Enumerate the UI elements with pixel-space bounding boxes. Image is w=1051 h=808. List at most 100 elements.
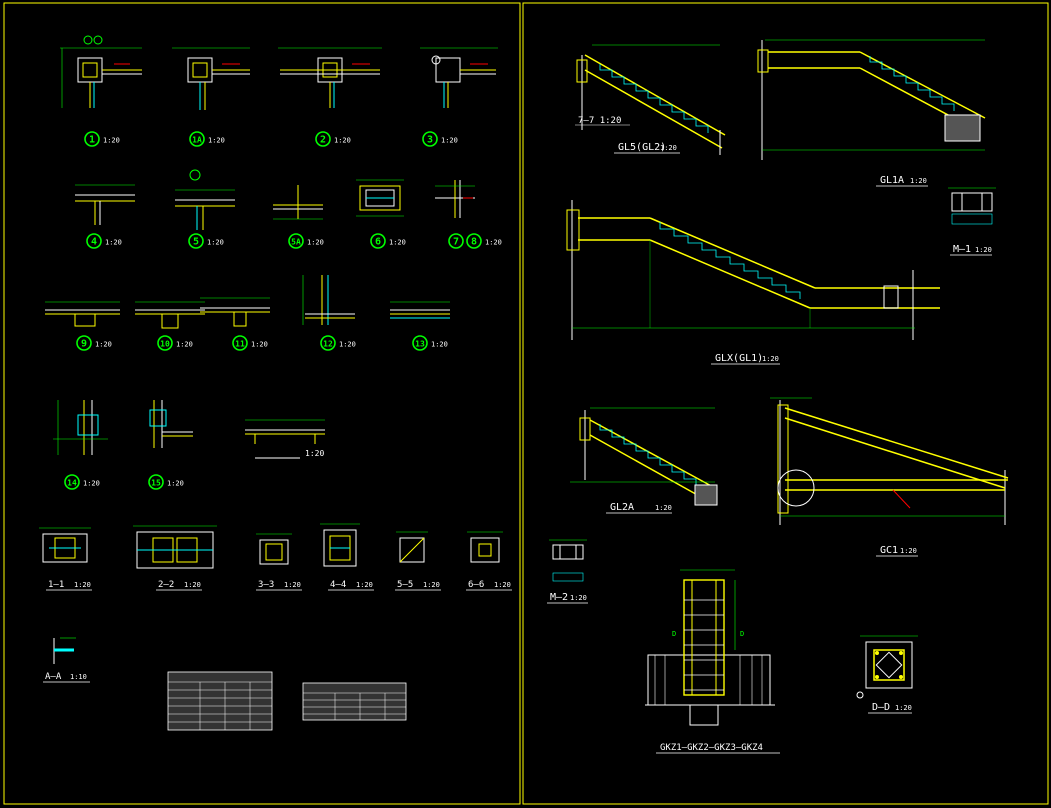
detail-1a bbox=[172, 47, 250, 110]
detail-caption-6-mark: 6 bbox=[375, 237, 381, 248]
caption-glx: GLX(GL1) 1:20 bbox=[711, 353, 780, 365]
svg-text:M—1: M—1 bbox=[953, 244, 971, 255]
detail-caption-14-mark: 14 bbox=[67, 479, 77, 488]
detail-6 bbox=[356, 179, 404, 217]
svg-text:5—5: 5—5 bbox=[397, 580, 413, 590]
detail-caption-4-mark: 4 bbox=[91, 237, 97, 248]
caption-gl2a: GL2A 1:20 bbox=[606, 502, 672, 514]
svg-text:GLX(GL1): GLX(GL1) bbox=[715, 353, 763, 364]
detail-2 bbox=[278, 47, 382, 108]
detail-9 bbox=[45, 301, 120, 327]
detail-3 bbox=[420, 47, 498, 108]
detail-caption-9-mark: 9 bbox=[81, 339, 87, 350]
section-caption-2: 2—2 1:20 bbox=[156, 580, 202, 591]
section-6-6 bbox=[467, 531, 503, 563]
section-4-4 bbox=[320, 523, 360, 567]
rebar-table-1 bbox=[167, 671, 273, 731]
detail-caption-9-scale: 1:20 bbox=[95, 341, 112, 349]
svg-text:1:20: 1:20 bbox=[494, 581, 511, 589]
detail-caption-13-mark: 13 bbox=[415, 340, 425, 349]
section-2-2 bbox=[133, 525, 217, 569]
svg-text:4—4: 4—4 bbox=[330, 580, 346, 590]
svg-text:D: D bbox=[672, 630, 676, 638]
svg-text:1:10: 1:10 bbox=[70, 673, 87, 681]
detail-caption-15-scale: 1:20 bbox=[167, 480, 184, 488]
svg-text:1:20: 1:20 bbox=[423, 581, 440, 589]
detail-1 bbox=[60, 35, 142, 108]
detail-caption-4-scale: 1:20 bbox=[105, 239, 122, 247]
detail-14 bbox=[53, 400, 108, 455]
svg-text:GL5(GL2): GL5(GL2) bbox=[618, 142, 666, 153]
svg-text:1:20: 1:20 bbox=[910, 177, 927, 185]
stair-glx bbox=[566, 200, 940, 340]
svg-text:1:20: 1:20 bbox=[975, 246, 992, 254]
detail-beam-extra-scale: 1:20 bbox=[305, 449, 324, 458]
detail-caption-7-scale: 1:20 bbox=[485, 239, 502, 247]
detail-5 bbox=[175, 169, 235, 230]
svg-text:2—2: 2—2 bbox=[158, 580, 174, 590]
section-3-3 bbox=[256, 533, 292, 565]
detail-5a bbox=[273, 185, 323, 220]
svg-text:1:20: 1:20 bbox=[655, 504, 672, 512]
caption-gkz: GKZ1—GKZ2—GKZ3—GKZ4 bbox=[656, 743, 780, 754]
svg-text:1:20: 1:20 bbox=[895, 704, 912, 712]
detail-7-8 bbox=[435, 180, 475, 218]
svg-text:1:20: 1:20 bbox=[184, 581, 201, 589]
caption-gl5: GL5(GL2) 1:20 bbox=[614, 142, 680, 154]
caption-dd: D—D 1:20 bbox=[868, 702, 912, 714]
svg-text:1:20: 1:20 bbox=[356, 581, 373, 589]
detail-caption-1-mark: 1 bbox=[89, 135, 95, 146]
svg-text:1—1: 1—1 bbox=[48, 580, 64, 590]
svg-text:GKZ1—GKZ2—GKZ3—GKZ4: GKZ1—GKZ2—GKZ3—GKZ4 bbox=[660, 743, 763, 753]
detail-beam-extra bbox=[245, 419, 325, 444]
svg-text:1:20: 1:20 bbox=[284, 581, 301, 589]
detail-11 bbox=[200, 297, 270, 327]
detail-caption-2: 2 1:20 bbox=[315, 131, 351, 147]
truss-gc1 bbox=[770, 397, 1009, 525]
detail-caption-12-scale: 1:20 bbox=[339, 341, 356, 349]
detail-caption-2-scale: 1:20 bbox=[334, 137, 351, 145]
detail-caption-10-scale: 1:20 bbox=[176, 341, 193, 349]
detail-caption-10-mark: 10 bbox=[160, 340, 170, 349]
detail-caption-14-scale: 1:20 bbox=[83, 480, 100, 488]
detail-caption-1a-mark: 1A bbox=[192, 136, 202, 145]
detail-caption-4: 4 1:20 bbox=[86, 233, 122, 249]
svg-text:GL1A: GL1A bbox=[880, 175, 904, 186]
detail-caption-5a-scale: 1:20 bbox=[307, 239, 324, 247]
svg-text:3—3: 3—3 bbox=[258, 580, 274, 590]
svg-text:D: D bbox=[740, 630, 744, 638]
stair-gl2a bbox=[570, 407, 718, 506]
detail-caption-11-scale: 1:20 bbox=[251, 341, 268, 349]
section-caption-1: 1—1 1:20 bbox=[46, 580, 92, 591]
sheet-frame-left bbox=[3, 2, 521, 805]
detail-caption-2-mark: 2 bbox=[320, 135, 326, 146]
svg-text:1:20: 1:20 bbox=[74, 581, 91, 589]
stair-gl5 bbox=[575, 44, 726, 155]
section-d-d bbox=[856, 635, 918, 699]
detail-caption-7-mark: 7 bbox=[453, 237, 459, 248]
caption-m2: M—2 1:20 bbox=[547, 592, 588, 604]
rebar-table-2 bbox=[302, 682, 407, 721]
detail-12 bbox=[302, 275, 355, 325]
detail-caption-12-mark: 12 bbox=[323, 340, 333, 349]
svg-text:1:20: 1:20 bbox=[900, 547, 917, 555]
svg-text:M—2: M—2 bbox=[550, 592, 568, 603]
svg-text:GL2A: GL2A bbox=[610, 502, 634, 513]
sheet-frame-right bbox=[522, 2, 1049, 805]
svg-text:A—A: A—A bbox=[45, 672, 62, 682]
section-5-5 bbox=[396, 531, 428, 563]
detail-caption-12: 12 1:20 bbox=[320, 335, 356, 351]
section-a-a bbox=[53, 637, 76, 664]
section-caption-5: 5—5 1:20 bbox=[395, 580, 441, 591]
detail-10 bbox=[135, 301, 205, 329]
